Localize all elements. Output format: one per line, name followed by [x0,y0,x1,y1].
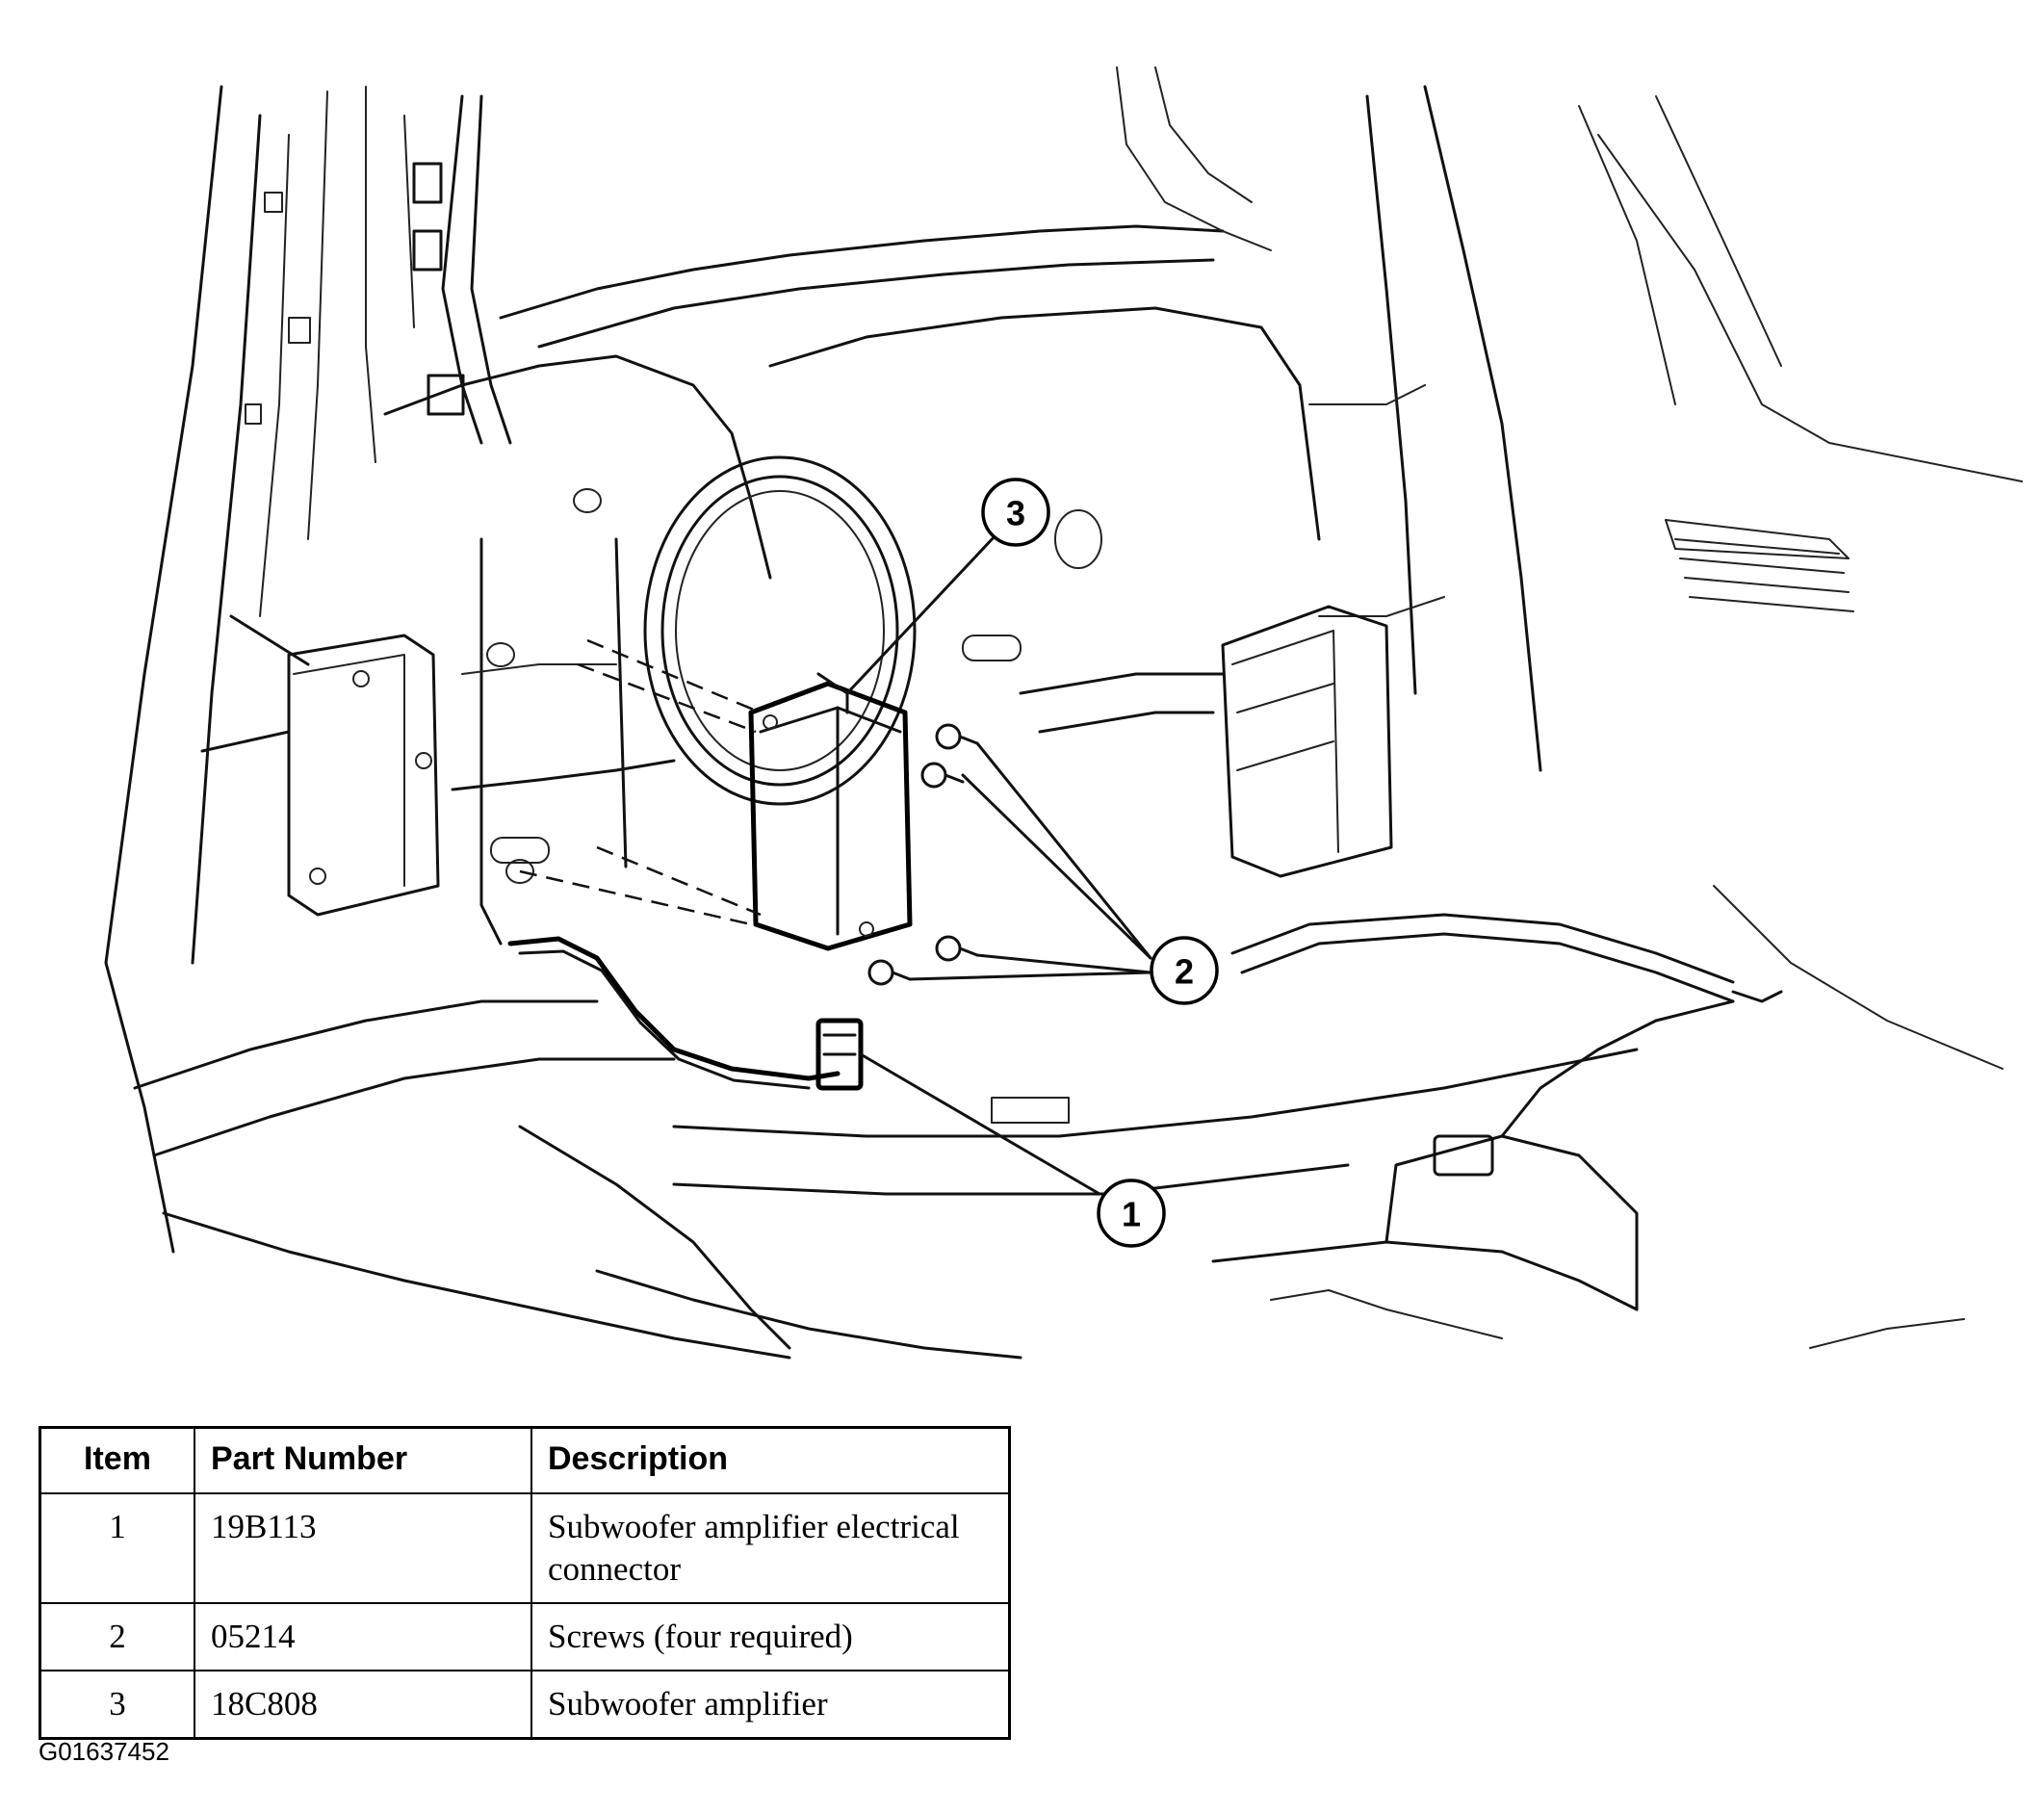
callout-leaders [845,532,1152,1196]
upper-trim [499,66,2023,772]
figure-code: G01637452 [39,1737,169,1766]
callout-3-label: 3 [1006,494,1025,533]
screw [935,935,979,962]
callout-2-label: 2 [1175,952,1194,992]
row-description: Subwoofer amplifier electrical connector [530,1492,1011,1604]
table-row: 3 18C808 Subwoofer amplifier [39,1670,1011,1740]
subwoofer-harness [507,936,864,1091]
header-part-number: Part Number [194,1426,532,1494]
left-control-module [200,614,440,917]
header-description: Description [530,1426,1011,1494]
header-item: Item [39,1426,195,1494]
row-item: 3 [39,1670,195,1740]
left-body-panel [104,85,415,1254]
row-part-number: 05214 [194,1602,532,1671]
alignment-lines [519,638,762,926]
row-item: 2 [39,1602,195,1671]
row-description: Subwoofer amplifier [530,1670,1011,1740]
vehicle-cargo-area-illustration: 3 2 1 [104,66,2023,1360]
screw [935,723,979,750]
subwoofer-amplifier [748,672,913,951]
table-row: 1 19B113 Subwoofer amplifier electrical … [39,1492,1011,1604]
row-part-number: 19B113 [194,1492,532,1604]
cargo-floor [133,519,2004,1360]
row-item: 1 [39,1492,195,1604]
table-row: 2 05214 Screws (four required) [39,1602,1011,1671]
callout-3: 3 [981,478,1050,547]
screws [867,723,979,986]
table-header-row: Item Part Number Description [39,1426,1011,1494]
callout-1: 1 [1097,1179,1166,1248]
row-description: Screws (four required) [530,1602,1011,1671]
inner-quarter-panel [383,306,1445,946]
callout-1-label: 1 [1122,1195,1141,1234]
pillar-wiring-harness [412,94,512,445]
right-audio-module [1019,605,1393,878]
screw [920,762,965,789]
subwoofer-speaker [643,455,917,806]
parts-table: Item Part Number Description 1 19B113 Su… [39,1426,1011,1740]
row-part-number: 18C808 [194,1670,532,1740]
callout-2: 2 [1150,936,1219,1005]
screw [867,959,912,986]
